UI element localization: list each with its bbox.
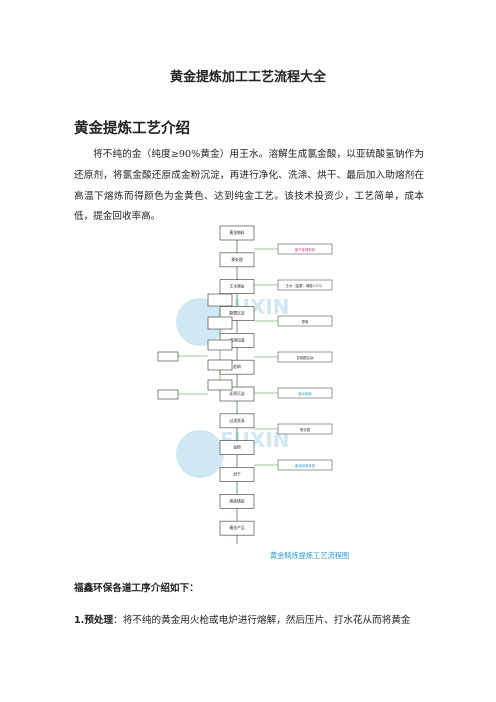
side-label: 废液回收系统 (295, 463, 316, 468)
flow-box-label: 预处理 (231, 257, 243, 262)
flow-box (219, 252, 255, 268)
process-flowchart: FUXIN FUXIN 黄金物料预处理王水溶金静置沉淀滤液加温赶硝还原沉淀过滤洗… (150, 222, 368, 564)
flow-box-label: 过滤洗涤 (229, 418, 244, 423)
flow-box (219, 440, 255, 455)
flow-box-label: 静置沉淀 (229, 311, 244, 316)
flow-box (219, 467, 255, 482)
flow-box-label: 赶硝 (233, 364, 241, 369)
step-1-label: 1.预处理 (74, 615, 114, 626)
section-subtitle: 福鑫环保各道工序介绍如下： (74, 583, 199, 594)
document-title: 黄金提炼加工工艺流程大全 (169, 70, 326, 85)
flow-box-label: 金粉 (233, 445, 241, 450)
step-1-text: ：将不纯的黄金用火枪或电炉进行熔解，然后压片、打水花从而将黄金 (113, 615, 411, 626)
flow-box-label: 烘干 (233, 472, 241, 477)
flow-box-label: 滤液加温 (229, 337, 244, 342)
flow-box-label: 还原沉淀 (229, 391, 244, 396)
flow-box-label: 王水溶金 (229, 284, 244, 289)
section-heading: 黄金提炼工艺介绍 (74, 121, 190, 137)
flow-box-label: 黄金物料 (229, 230, 244, 235)
flow-box-label: 精金产品 (229, 525, 244, 530)
flow-box-label: 熔炼铸锭 (229, 498, 244, 503)
flow-box (219, 386, 255, 402)
step-1-paragraph: 1.预处理：将不纯的黄金用火枪或电炉进行熔解，然后压片、打水花从而将黄金 (74, 612, 426, 626)
flow-box (219, 225, 255, 241)
flowchart-caption: 黄金精炼提炼工艺流程图 (270, 551, 349, 560)
intro-paragraph: 将不纯的金（纯度≥90%黄金）用王水。溶解生成氯金酸，以亚硫酸氢钠作为还原剂，将… (74, 149, 424, 223)
flow-box (219, 279, 255, 294)
side-label: 王水（盐酸：硝酸=3:1） (286, 283, 325, 288)
flow-box (219, 520, 255, 536)
side-label: 亚硫酸氢钠 (297, 355, 315, 360)
side-label: 废水回收 (298, 391, 312, 396)
side-label: 氯化银 (300, 427, 311, 432)
side-label: 尿素 (302, 319, 309, 324)
flow-box (219, 413, 255, 429)
flow-box (219, 494, 255, 509)
side-label: 废气处理系统 (295, 247, 316, 252)
